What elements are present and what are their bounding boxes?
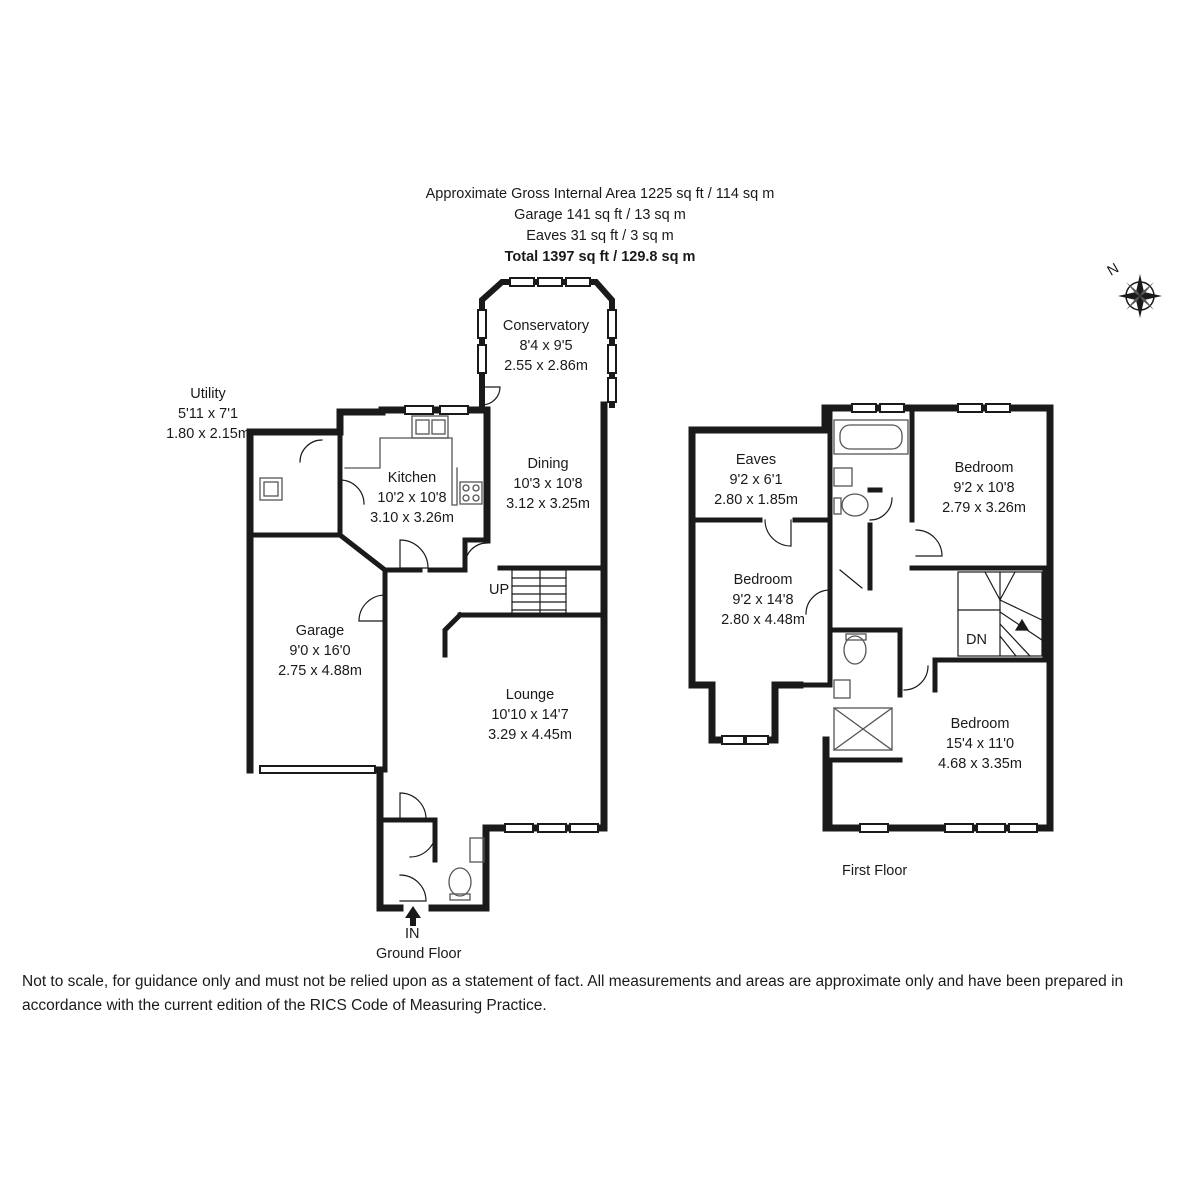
stairs-down-label: DN: [966, 632, 987, 648]
first-floor-interior-walls: [689, 405, 1053, 831]
ground-floor-door-swings: [299, 386, 501, 902]
first-floor-title: First Floor: [842, 863, 908, 879]
room-label-lounge: Lounge 10'10 x 14'7 3.29 x 4.45m: [488, 687, 572, 743]
room-label-bedroom-3: Bedroom 15'4 x 11'0 4.68 x 3.35m: [938, 716, 1022, 772]
first-floor-fixtures: [833, 419, 909, 751]
entrance-label: IN: [405, 926, 420, 942]
first-floor-door-swings: [764, 497, 943, 691]
gross-area-text: Approximate Gross Internal Area 1225 sq …: [425, 186, 775, 202]
garage-door: [259, 765, 376, 774]
ground-floor-plan: [246, 277, 617, 926]
garage-area-text: Garage 141 sq ft / 13 sq m: [514, 207, 686, 223]
first-floor-windows: [721, 403, 1038, 833]
conservatory-windows: [477, 277, 617, 403]
ground-floor-title: Ground Floor: [376, 946, 462, 962]
room-label-bedroom-1: Bedroom 9'2 x 10'8 2.79 x 3.26m: [942, 460, 1026, 516]
disclaimer-text: Not to scale, for guidance only and must…: [22, 973, 1124, 1014]
room-label-eaves: Eaves 9'2 x 6'1 2.80 x 1.85m: [714, 452, 798, 508]
room-label-bedroom-2: Bedroom 9'2 x 14'8 2.80 x 4.48m: [721, 572, 805, 628]
stairs-up-label: UP: [489, 582, 510, 598]
entrance-arrow: [405, 906, 421, 926]
compass-rose-icon: [1118, 274, 1162, 318]
eaves-area-text: Eaves 31 sq ft / 3 sq m: [526, 228, 674, 244]
area-summary: Approximate Gross Internal Area 1225 sq …: [300, 184, 900, 268]
lounge-windows: [404, 405, 599, 833]
room-label-kitchen: Kitchen 10'2 x 10'8 3.10 x 3.26m: [370, 470, 454, 526]
room-label-dining: Dining 10'3 x 10'8 3.12 x 3.25m: [506, 456, 590, 512]
ground-floor-fixtures: [259, 415, 485, 901]
room-label-conservatory: Conservatory 8'4 x 9'5 2.55 x 2.86m: [502, 318, 590, 374]
stairs-up: [511, 569, 567, 616]
ground-floor-interior-walls: [247, 429, 607, 863]
first-floor-plan: [688, 403, 1054, 833]
room-label-utility: Utility 5'11 x 7'1 1.80 x 2.15m: [166, 386, 250, 442]
total-area-text: Total 1397 sq ft / 129.8 sq m: [504, 249, 696, 265]
room-label-garage: Garage 9'0 x 16'0 2.75 x 4.88m: [278, 623, 362, 679]
stairs-down: [957, 571, 1043, 657]
